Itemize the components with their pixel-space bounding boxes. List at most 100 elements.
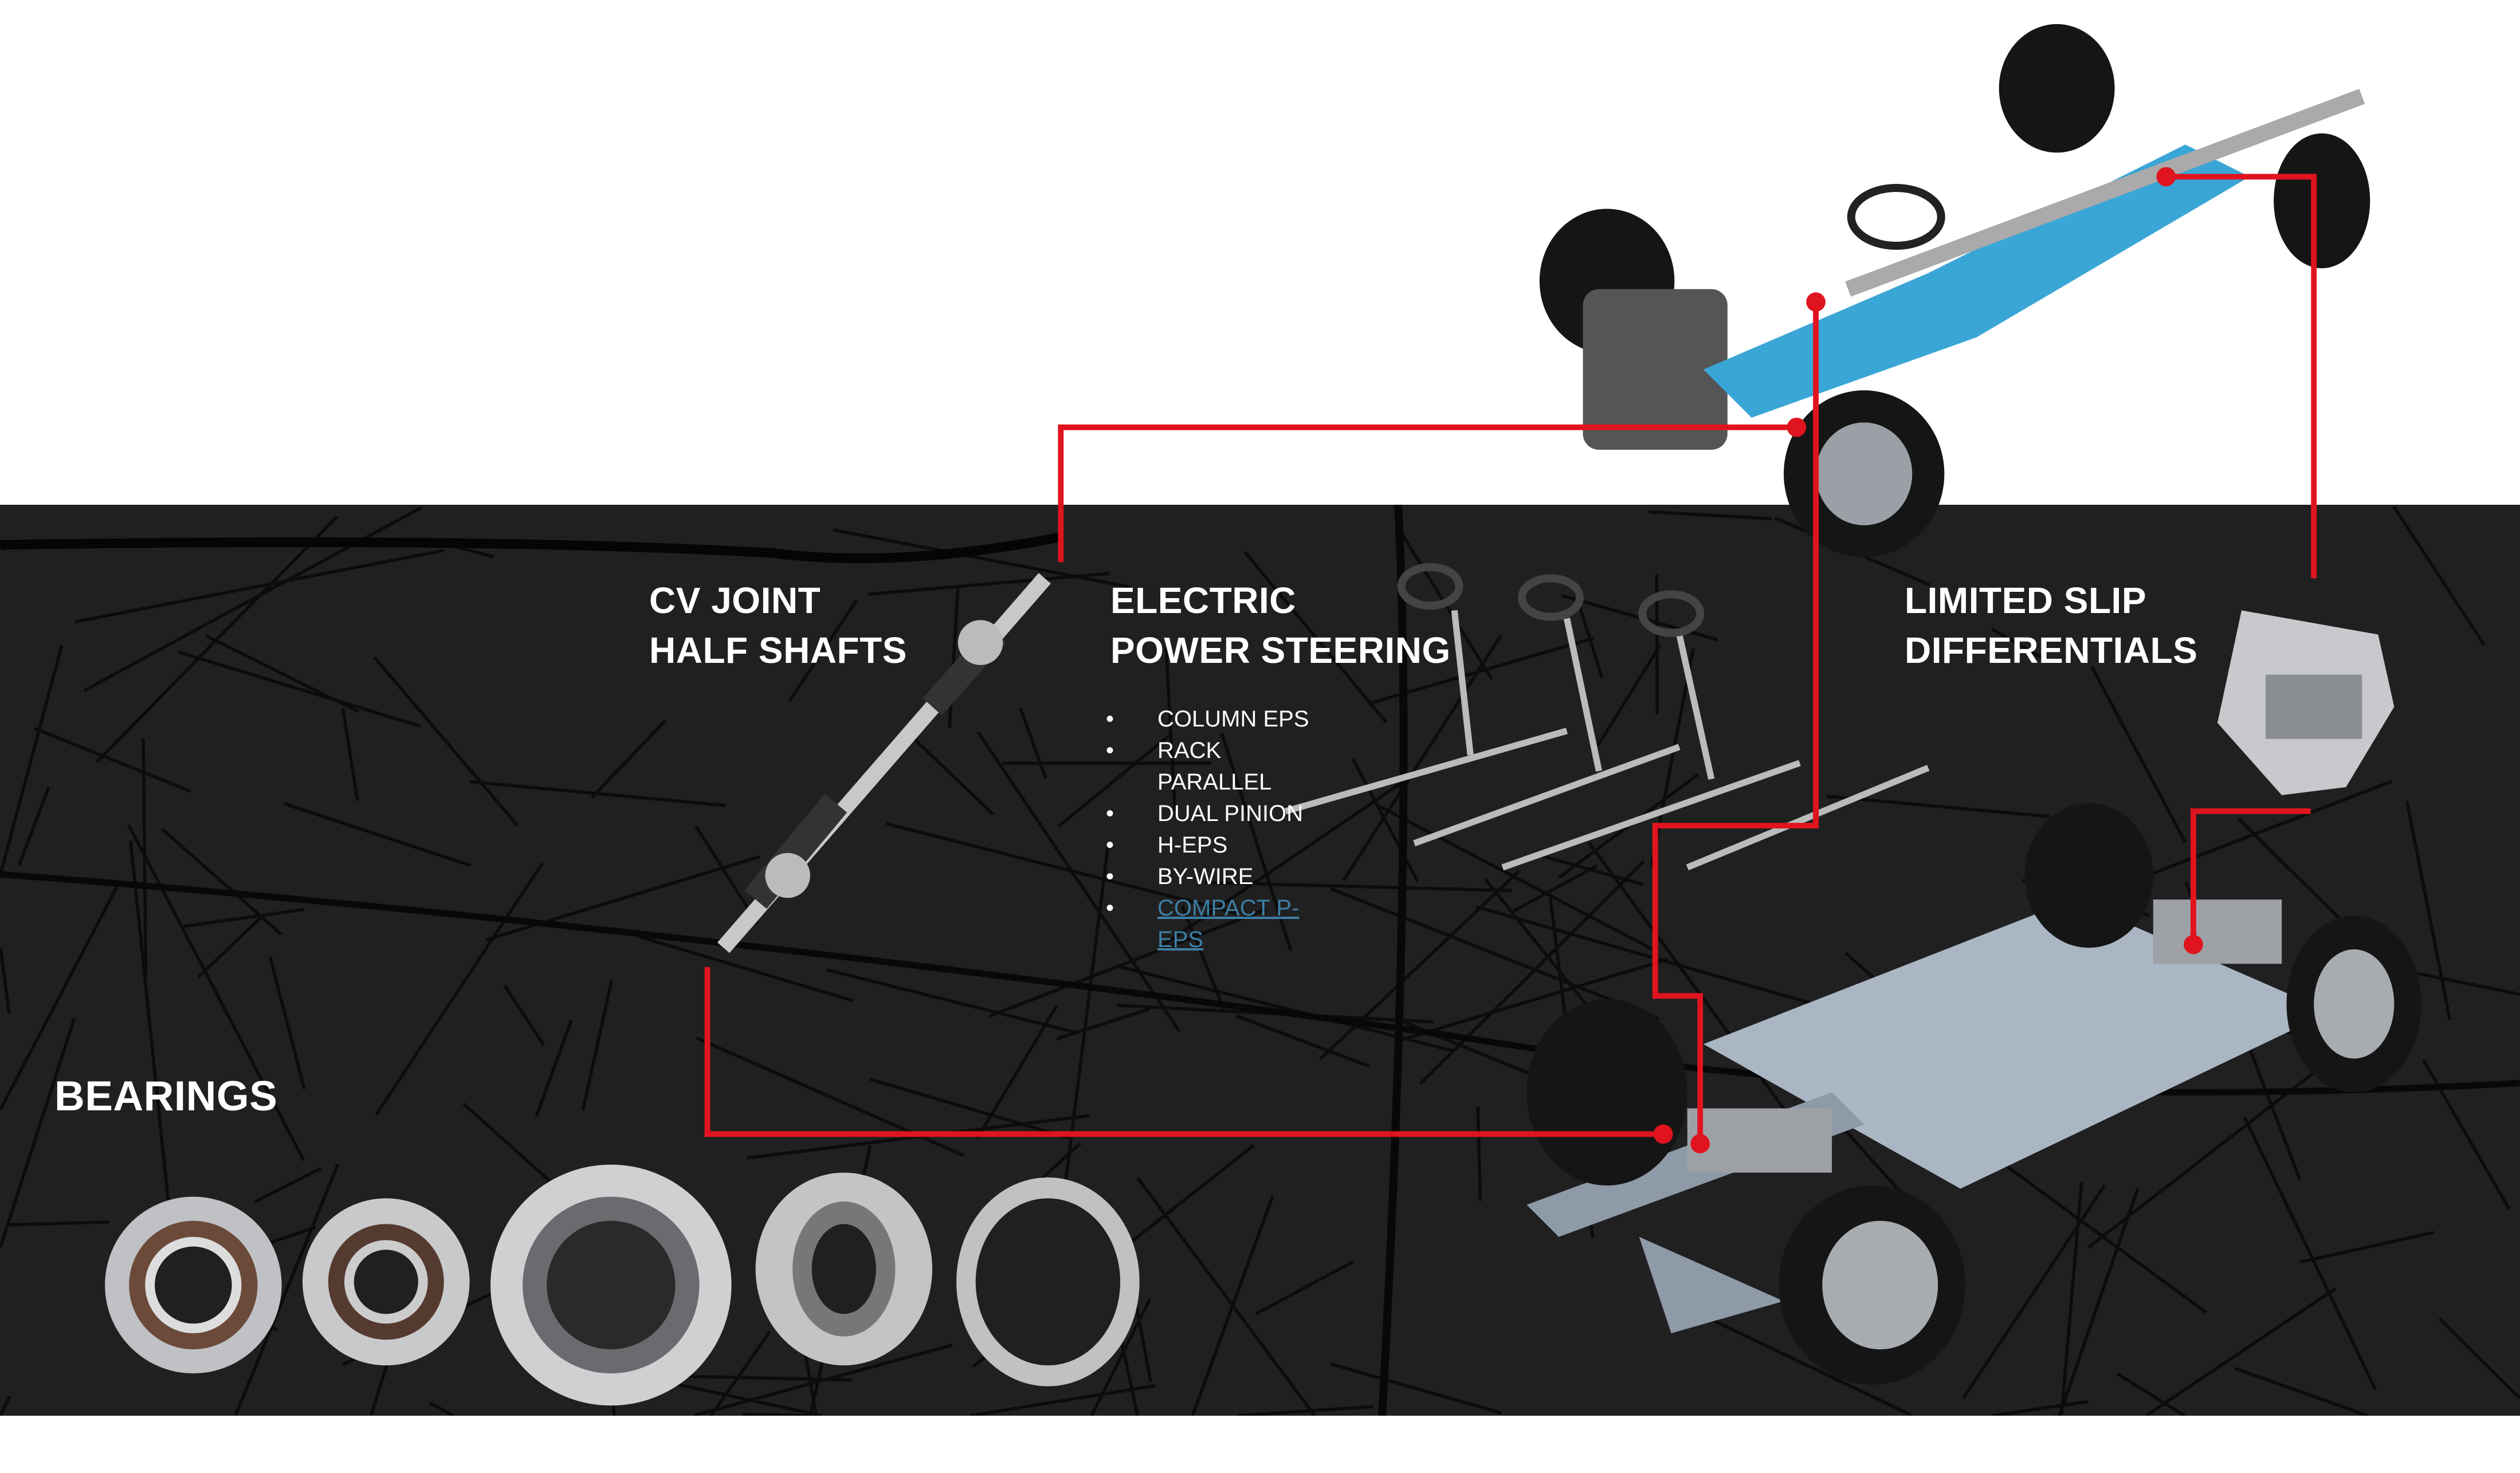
street-line	[693, 1343, 953, 1416]
street-line	[1136, 1177, 1316, 1416]
street-line	[197, 916, 262, 979]
heading-line: LIMITED SLIP	[1905, 580, 2146, 621]
bearings-heading: BEARINGS	[54, 1073, 278, 1120]
street-line	[74, 548, 445, 624]
street-line	[788, 599, 858, 702]
eps-heading: ELECTRIC POWER STEERING	[1110, 576, 1451, 675]
street-line	[1419, 860, 1645, 1086]
street-line	[833, 528, 1131, 589]
street-line	[341, 708, 359, 802]
street-line	[284, 802, 472, 867]
list-item: COMPACT P-EPS	[1106, 893, 1309, 956]
street-line	[709, 1330, 771, 1416]
upper-chassis-image	[1539, 24, 2370, 557]
street-line	[254, 1166, 322, 1203]
street-line	[2145, 1287, 2337, 1416]
street-line	[1826, 794, 2050, 819]
street-line	[868, 572, 1110, 596]
steering-systems-image	[1285, 563, 1930, 871]
street-line	[976, 731, 1181, 1032]
list-item: DUAL PINION	[1106, 798, 1309, 830]
street-line	[129, 840, 172, 1222]
street-line	[1342, 634, 1502, 882]
street-line	[2438, 1317, 2520, 1400]
bearings-image	[105, 1164, 1140, 1406]
street-line	[2299, 1231, 2435, 1264]
connector-lines	[704, 174, 2317, 1144]
street-line	[234, 1164, 340, 1416]
street-line	[503, 984, 545, 1046]
street-line	[0, 1018, 76, 1248]
street-line	[17, 786, 50, 867]
street-line	[1596, 644, 1662, 747]
street-line	[0, 948, 11, 1014]
street-line	[1019, 707, 1047, 779]
street-line	[180, 908, 305, 929]
street-line	[1255, 1260, 1355, 1315]
street-line	[268, 956, 306, 1090]
heading-line: ELECTRIC	[1110, 580, 1296, 621]
limited-slip-differential-image	[2217, 610, 2395, 795]
street-line	[1235, 1014, 1370, 1068]
street-line	[485, 855, 760, 942]
street-line	[1992, 1400, 2089, 1416]
heading-line: POWER STEERING	[1110, 630, 1451, 671]
street-line	[142, 739, 148, 975]
street-line	[1243, 551, 1388, 724]
street-line	[2417, 972, 2520, 996]
street-line	[2132, 780, 2393, 883]
street-line	[1648, 510, 1772, 521]
street-line	[1351, 758, 1419, 882]
heading-line: CV JOINT	[649, 580, 821, 621]
street-line	[1377, 804, 1657, 952]
street-line	[127, 824, 305, 1161]
street-line	[1962, 1184, 2106, 1399]
street-line	[826, 968, 1077, 1035]
street-line	[1319, 869, 1521, 1060]
list-item: COLUMN EPS	[1106, 704, 1309, 735]
list-item: H-EPS	[1106, 830, 1309, 861]
street-line	[1237, 1405, 1374, 1416]
street-line	[2116, 1372, 2186, 1416]
list-item: RACK	[1106, 735, 1309, 767]
street-line	[1587, 841, 1808, 1141]
eps-types-list: COLUMN EPS RACK PARALLEL DUAL PINION H-E…	[1106, 704, 1309, 956]
street-line	[590, 719, 667, 799]
street-line	[373, 656, 519, 827]
heading-line: DIFFERENTIALS	[1905, 630, 2198, 671]
heading-line: HALF SHAFTS	[649, 630, 907, 671]
street-line	[1061, 848, 1109, 1201]
connector-dots	[1653, 167, 2203, 1154]
street-line	[0, 645, 64, 875]
street-line	[96, 515, 339, 763]
street-line	[2234, 1366, 2369, 1416]
street-line	[581, 980, 614, 1111]
street-line	[975, 1005, 1058, 1140]
street-line	[1991, 627, 2049, 663]
street-line	[469, 780, 727, 807]
street-line	[1056, 1007, 1151, 1041]
list-item: BY-WIRE	[1106, 861, 1309, 893]
street-line	[906, 732, 995, 816]
street-line	[1191, 1195, 1274, 1416]
street-line	[7, 1220, 109, 1227]
street-line	[869, 1077, 1070, 1140]
compact-p-eps-link[interactable]: COMPACT P-EPS	[1157, 895, 1300, 952]
ev-platform-image	[1526, 803, 2422, 1385]
street-line	[160, 827, 282, 936]
street-line	[638, 935, 854, 1003]
street-line	[1330, 887, 1660, 1021]
street-line	[2058, 1188, 2140, 1416]
lsd-heading: LIMITED SLIP DIFFERENTIALS	[1905, 576, 2197, 675]
street-line	[694, 825, 759, 925]
street-line	[1330, 1362, 1502, 1415]
street-line	[0, 1395, 11, 1416]
street-line	[1475, 905, 1844, 1015]
street-line	[1513, 864, 1597, 913]
street-line	[375, 862, 544, 1115]
cv-joint-half-shaft-image	[717, 573, 1051, 953]
street-line	[33, 726, 192, 793]
street-line	[2405, 800, 2452, 1021]
street-line	[1398, 957, 1669, 1043]
